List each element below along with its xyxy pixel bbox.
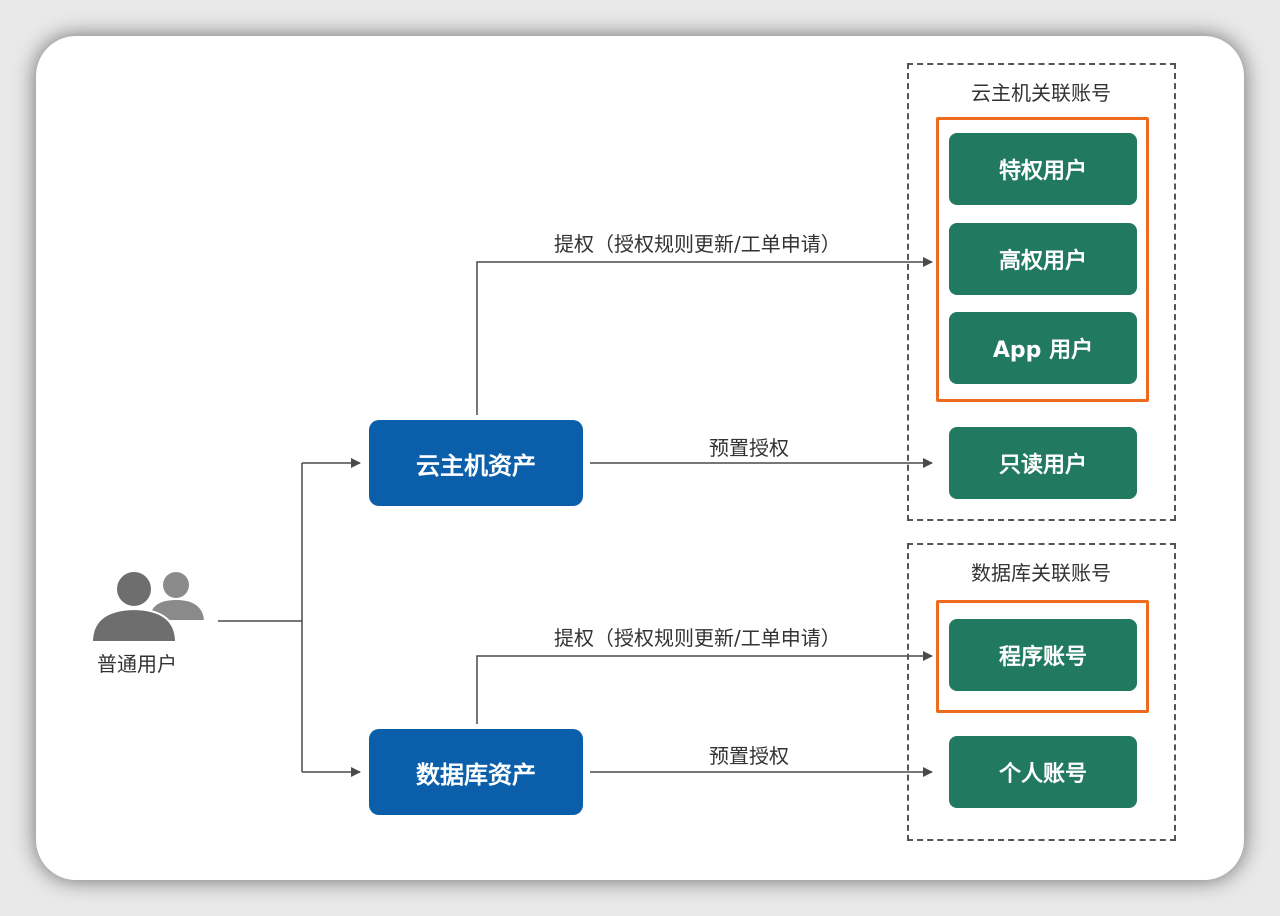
db-accounts-title: 数据库关联账号 — [971, 561, 1111, 585]
db-preset-label: 预置授权 — [709, 744, 789, 768]
account-readonly-user[interactable]: 只读用户 — [949, 427, 1137, 499]
users-icon — [90, 570, 204, 643]
account-app-user[interactable]: App 用户 — [949, 312, 1137, 384]
cloud-preset-label: 预置授权 — [709, 436, 789, 460]
cloud-accounts-title: 云主机关联账号 — [971, 81, 1111, 105]
account-high-privilege-user[interactable]: 高权用户 — [949, 223, 1137, 295]
cloud-escalate-label: 提权（授权规则更新/工单申请） — [554, 232, 841, 256]
account-privileged-user[interactable]: 特权用户 — [949, 133, 1137, 205]
account-program-account[interactable]: 程序账号 — [949, 619, 1137, 691]
cloud-escalated-highlight — [936, 117, 1149, 402]
db-escalated-highlight — [936, 600, 1149, 713]
user-label: 普通用户 — [97, 652, 177, 676]
db-accounts-group — [907, 543, 1176, 841]
db-escalate-label: 提权（授权规则更新/工单申请） — [554, 626, 841, 650]
database-asset[interactable]: 数据库资产 — [369, 729, 583, 815]
cloud-host-asset[interactable]: 云主机资产 — [369, 420, 583, 506]
account-personal-account[interactable]: 个人账号 — [949, 736, 1137, 808]
cloud-accounts-group — [907, 63, 1176, 521]
